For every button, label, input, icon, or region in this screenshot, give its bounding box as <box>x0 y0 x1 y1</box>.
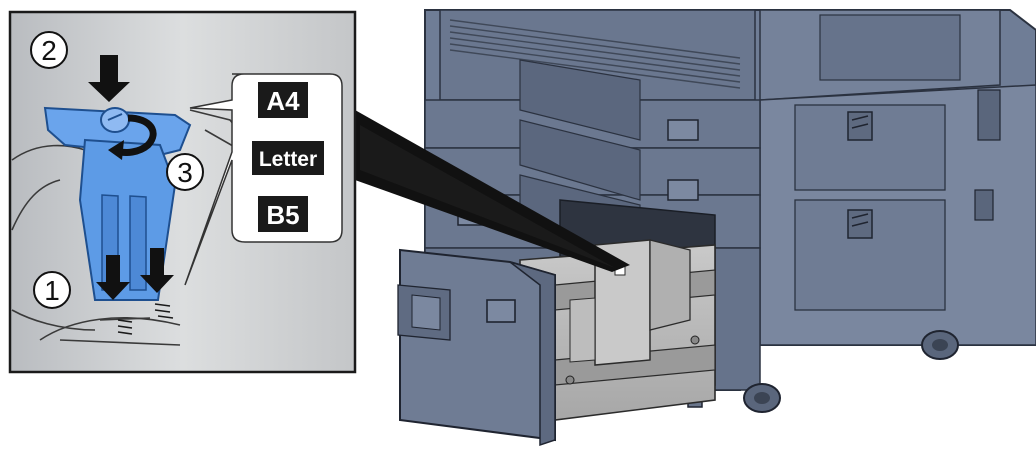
size-label-letter: Letter <box>259 148 317 171</box>
size-label-b5: B5 <box>266 200 299 230</box>
step-number-3: 3 <box>177 157 193 188</box>
pulled-cassette <box>398 240 715 445</box>
side-handle-lower <box>848 210 872 238</box>
side-handle-upper <box>848 112 872 140</box>
step-marker-2: 2 <box>31 32 67 68</box>
step-number-1: 1 <box>44 275 60 306</box>
side-latch <box>978 90 1000 140</box>
cassette-handle <box>487 300 515 322</box>
step-marker-3: 3 <box>167 154 203 190</box>
drawer-handle-2 <box>668 180 698 200</box>
size-label-a4: A4 <box>266 86 300 116</box>
step-marker-1: 1 <box>34 272 70 308</box>
drawer-handle-1 <box>668 120 698 140</box>
step-number-2: 2 <box>41 35 57 66</box>
inset-panel: 2 3 1 A4 Letter B5 <box>10 12 355 372</box>
side-latch-2 <box>975 190 993 220</box>
display-recess <box>820 15 960 80</box>
